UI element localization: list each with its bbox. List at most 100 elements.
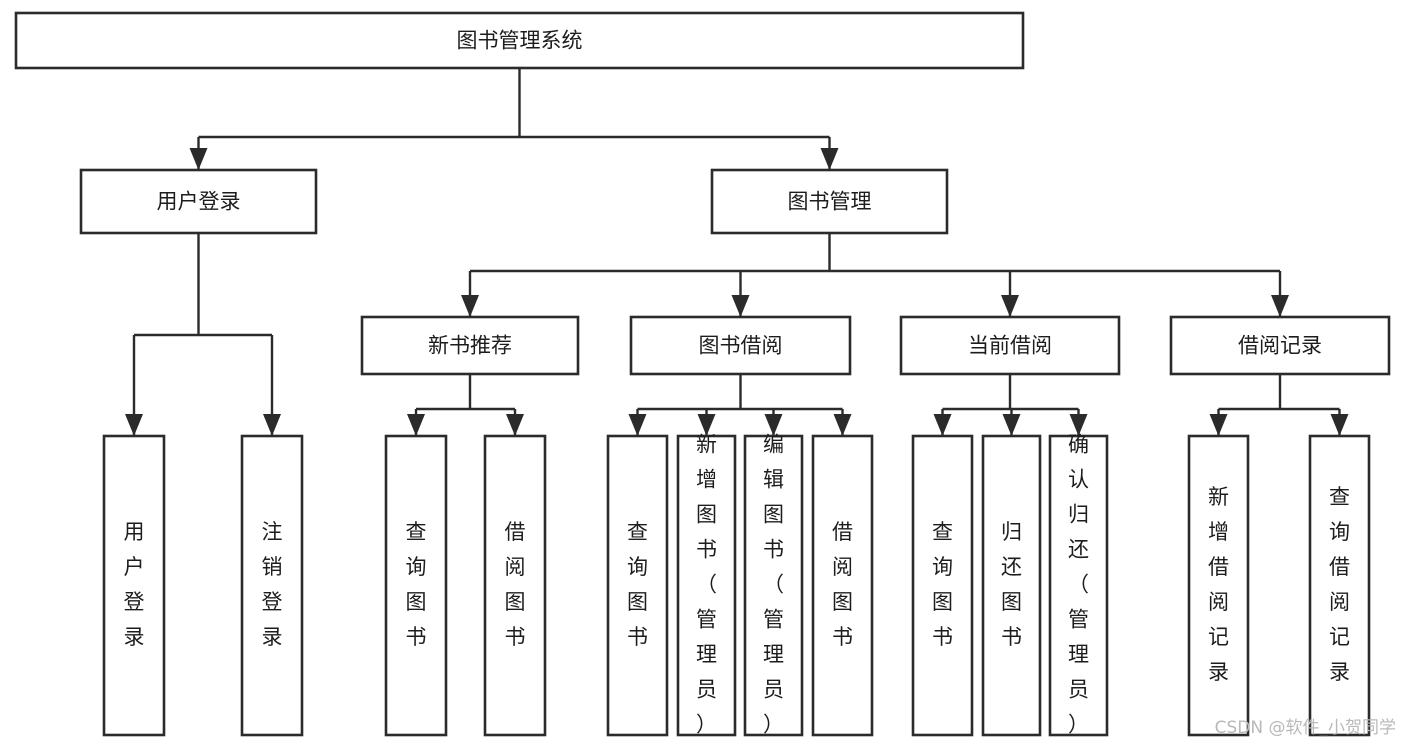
- node-book-management[interactable]: 图书管理: [710, 168, 949, 235]
- node-label-char: ）: [696, 713, 717, 737]
- node-label-char: ）: [763, 713, 784, 737]
- node-label: 图书借阅: [699, 334, 783, 358]
- node-book-borrow[interactable]: 图书借阅: [629, 315, 852, 376]
- node-label-char: 员: [763, 678, 784, 702]
- node-user-login[interactable]: 用户登录: [79, 168, 318, 235]
- node-root[interactable]: 图书管理系统: [14, 11, 1025, 70]
- node-label: 图书管理: [788, 190, 872, 214]
- node-label: 借阅记录: [1238, 334, 1322, 358]
- node-label-char: 录: [262, 625, 283, 649]
- node-label-char: 员: [696, 678, 717, 702]
- node-label-char: 理: [696, 643, 717, 667]
- arrow-head-icon: [933, 414, 952, 436]
- arrow-head-icon: [407, 414, 425, 436]
- node-label-char: 录: [124, 625, 145, 649]
- node-label-char: 录: [1329, 660, 1350, 684]
- node-label-char: 图: [932, 590, 953, 614]
- node-label-char: 登: [262, 590, 283, 614]
- node-label-char: （: [696, 573, 717, 597]
- node-label-char: 阅: [1208, 590, 1229, 614]
- arrow-head-icon: [1209, 414, 1228, 436]
- node-label-char: 阅: [832, 555, 853, 579]
- arrow-head-icon: [1330, 414, 1349, 436]
- arrow-head-icon: [1002, 414, 1021, 436]
- node-label-char: 书: [832, 625, 853, 649]
- arrow-head-icon: [628, 414, 647, 436]
- node-label-char: 图: [627, 590, 648, 614]
- node-label-char: 阅: [505, 555, 526, 579]
- node-label-char: 增: [696, 468, 717, 492]
- node-label-char: 户: [124, 555, 145, 579]
- arrow-head-icon: [1271, 295, 1289, 317]
- arrow-head-icon: [1069, 414, 1088, 436]
- node-label-char: 注: [262, 520, 283, 544]
- node-label-char: 确: [1068, 433, 1089, 457]
- csdn-watermark: CSDN @软件_小贺同学: [1215, 718, 1396, 738]
- node-leaf-user-login[interactable]: 用户登录: [102, 434, 166, 737]
- node-label-char: 书: [763, 538, 784, 562]
- node-label-char: 记: [1208, 625, 1229, 649]
- node-label-char: 辑: [763, 468, 784, 492]
- connector-layer: [125, 68, 1349, 436]
- node-layer: 图书管理系统用户登录图书管理新书推荐图书借阅当前借阅借阅记录用户登录注销登录查询…: [14, 11, 1391, 737]
- node-label-char: 认: [1068, 468, 1089, 492]
- arrow-head-icon: [189, 148, 208, 170]
- node-label-char: 书: [932, 625, 953, 649]
- node-label-char: 还: [1001, 555, 1022, 579]
- node-label-char: 书: [505, 625, 526, 649]
- arrow-head-icon: [731, 295, 750, 317]
- node-label-char: 理: [1068, 643, 1089, 667]
- node-label-char: ）: [1068, 713, 1089, 737]
- node-label-char: 查: [932, 520, 953, 544]
- node-label-char: 询: [932, 555, 953, 579]
- node-label-char: 管: [696, 608, 717, 632]
- node-label-char: 销: [262, 555, 283, 579]
- node-label-char: 图: [832, 590, 853, 614]
- node-label-char: 增: [1208, 520, 1229, 544]
- node-label-char: 询: [1329, 520, 1350, 544]
- node-label-char: 管: [763, 608, 784, 632]
- node-label-char: 书: [1001, 625, 1022, 649]
- node-label-char: 登: [124, 590, 145, 614]
- node-label-char: 借: [1208, 555, 1229, 579]
- node-current-borrow[interactable]: 当前借阅: [899, 315, 1121, 376]
- node-label-char: 理: [763, 643, 784, 667]
- node-new-book-recommend[interactable]: 新书推荐: [360, 315, 580, 376]
- node-label-char: 图: [1001, 590, 1022, 614]
- arrow-head-icon: [833, 414, 852, 436]
- node-label-char: 归: [1001, 520, 1022, 544]
- node-label-char: 查: [1329, 485, 1350, 509]
- node-label-char: 归: [1068, 503, 1089, 527]
- arrow-head-icon: [697, 414, 716, 436]
- node-label-char: 录: [1208, 660, 1229, 684]
- node-label-char: 管: [1068, 608, 1089, 632]
- node-borrow-record[interactable]: 借阅记录: [1169, 315, 1391, 376]
- node-label: 新书推荐: [428, 334, 512, 358]
- arrow-head-icon: [764, 414, 783, 436]
- node-label-char: 新: [696, 433, 717, 457]
- node-label-char: 用: [124, 520, 145, 544]
- node-label-char: 书: [696, 538, 717, 562]
- node-label-char: 新: [1208, 485, 1229, 509]
- node-label-char: 员: [1068, 678, 1089, 702]
- arrow-head-icon: [125, 414, 143, 436]
- node-label: 用户登录: [157, 190, 241, 214]
- arrow-head-icon: [1001, 295, 1019, 317]
- node-label-char: 图: [406, 590, 427, 614]
- node-label-char: 借: [505, 520, 526, 544]
- arrow-head-icon: [506, 414, 524, 436]
